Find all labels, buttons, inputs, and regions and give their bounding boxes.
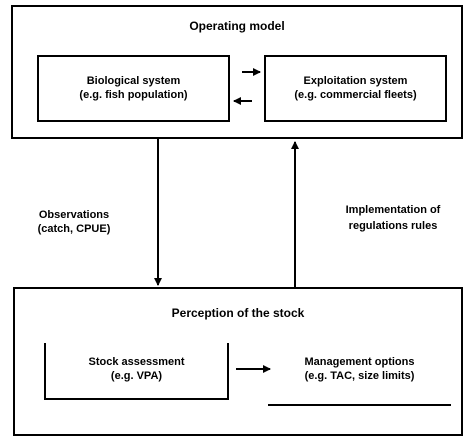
observations-label: Observations (38, 209, 110, 221)
implementation-label-line2: regulations rules (348, 220, 438, 232)
exploitation-system-label: Exploitation system (303, 75, 408, 87)
perception-box (13, 287, 463, 436)
biological-system-box (37, 55, 230, 122)
exploitation-system-example: (e.g. commercial fleets) (294, 89, 417, 101)
biological-system-label: Biological system (86, 75, 181, 87)
stock-assessment-box (44, 343, 229, 400)
stock-assessment-example: (e.g. VPA) (110, 370, 163, 382)
management-options-label: Management options (304, 356, 415, 368)
observations-example: (catch, CPUE) (37, 223, 111, 235)
exploitation-system-box (264, 55, 447, 122)
operating-model-title: Operating model (189, 19, 285, 33)
management-options-example: (e.g. TAC, size limits) (304, 370, 415, 382)
operating-model-box (11, 5, 463, 139)
biological-system-example: (e.g. fish population) (79, 89, 188, 101)
implementation-label: Implementation of (345, 204, 441, 216)
perception-title: Perception of the stock (171, 306, 305, 320)
management-options-box (268, 343, 451, 406)
stock-assessment-label: Stock assessment (88, 356, 185, 368)
